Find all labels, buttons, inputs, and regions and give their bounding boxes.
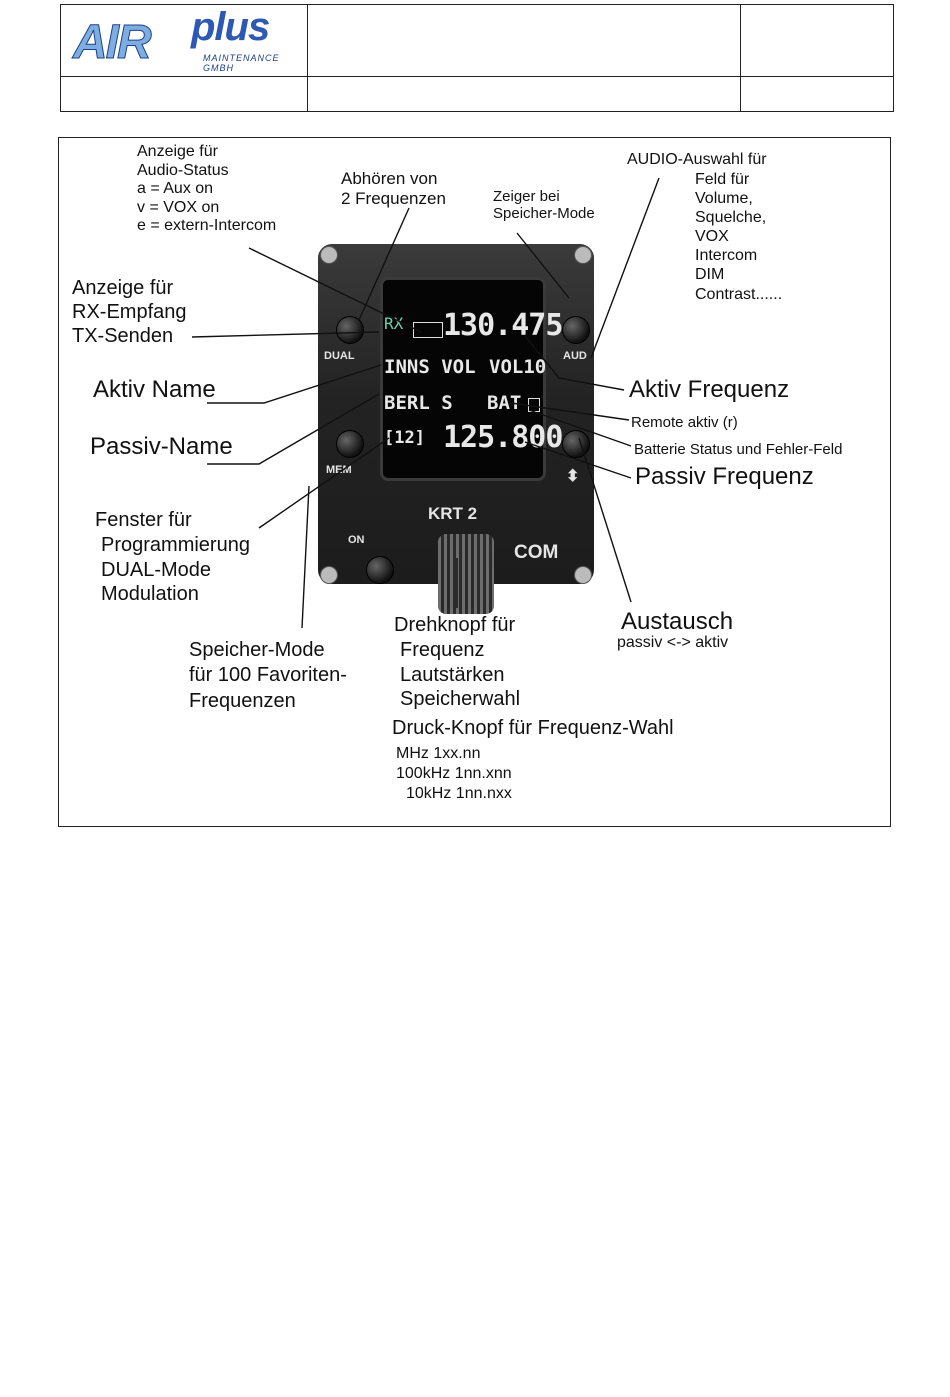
header-right-cell	[740, 4, 894, 77]
leader-austausch	[578, 437, 632, 603]
krt2-radio: RX 130.475 INNS VOL VOL10 BERL S BAT [12…	[318, 244, 594, 614]
volume-field: VOL10	[489, 356, 547, 378]
dual-button[interactable]	[336, 316, 364, 344]
audio-status-annotation: Anzeige für Audio-Status a = Aux on v = …	[137, 143, 277, 235]
mem-button[interactable]	[336, 430, 364, 458]
leader-audio-auswahl	[590, 177, 660, 359]
leader-aktiv-name	[207, 364, 382, 404]
active-frequency: 130.475	[443, 308, 563, 343]
screw	[574, 246, 592, 264]
screw	[320, 566, 338, 584]
austausch-sub-annotation: passiv <-> aktiv	[617, 634, 729, 651]
passiv-name-annotation: Passiv-Name	[90, 433, 233, 460]
logo-cell: AIR plus MAINTENANCE GMBH	[60, 4, 308, 77]
speicher-mode-annotation: Speicher-Mode für 100 Favoriten- Frequen…	[189, 639, 347, 712]
header-cell-bottom-right	[740, 76, 894, 112]
swap-button[interactable]	[562, 430, 590, 458]
leader-passiv-name	[207, 393, 380, 465]
leader-zeiger	[516, 232, 570, 299]
swap-arrow-icon: ⬍	[566, 468, 580, 485]
screw	[320, 246, 338, 264]
status-box	[413, 322, 443, 338]
airplus-logo: AIR plus MAINTENANCE GMBH	[71, 5, 307, 73]
leader-passiv-frequenz	[524, 441, 632, 479]
leader-abhoeren	[358, 207, 410, 321]
leader-speicher-mode	[301, 485, 310, 629]
batterie-annotation: Batterie Status und Fehler-Feld	[634, 441, 843, 458]
passive-frequency: 125.800	[443, 420, 563, 455]
druck-knopf-lines: MHz 1xx.nn 100kHz 1nn.xnn 10kHz 1nn.nxx	[396, 745, 512, 802]
battery-field: BAT	[487, 392, 522, 414]
aud-button[interactable]	[562, 316, 590, 344]
model-label: KRT 2	[428, 504, 478, 523]
austausch-annotation: Austausch	[621, 608, 734, 635]
aud-label: AUD	[563, 350, 587, 362]
leader-rx-tx	[191, 331, 380, 338]
drehknopf-annotation: Drehknopf für Frequenz Lautstärken Speic…	[394, 614, 521, 711]
header-cell-bottom-left	[60, 76, 308, 112]
rotary-knob[interactable]	[438, 534, 494, 614]
radio-diagram: RX 130.475 INNS VOL VOL10 BERL S BAT [12…	[58, 137, 891, 827]
active-name: INNS VOL	[384, 356, 476, 378]
aktiv-name-annotation: Aktiv Name	[93, 376, 216, 403]
rx-indicator: RX	[384, 314, 404, 333]
passiv-frequenz-annotation: Passiv Frequenz	[635, 463, 814, 490]
logo-air: AIR	[73, 15, 153, 69]
leader-batterie	[528, 409, 632, 447]
leader-audio-status	[248, 247, 422, 333]
remote-annotation: Remote aktiv (r)	[631, 414, 738, 431]
logo-tagline: MAINTENANCE GMBH	[203, 52, 280, 73]
aktiv-frequenz-annotation: Aktiv Frequenz	[629, 376, 790, 403]
rx-tx-annotation: Anzeige für RX-Empfang TX-Senden	[72, 277, 187, 347]
header-title-cell	[307, 4, 741, 77]
abhoeren-annotation: Abhören von 2 Frequenzen	[341, 169, 446, 208]
leader-aktiv-frequenz	[524, 335, 625, 391]
document-header: AIR plus MAINTENANCE GMBH	[60, 4, 894, 112]
zeiger-annotation: Zeiger bei Speicher-Mode	[493, 188, 595, 223]
lcd-screen: RX 130.475 INNS VOL VOL10 BERL S BAT [12…	[380, 277, 563, 481]
on-button[interactable]	[366, 556, 394, 584]
on-label: ON	[348, 534, 365, 546]
screw	[574, 566, 592, 584]
memory-slot: [12]	[384, 428, 425, 448]
fenster-annotation: Fenster für Programmierung DUAL-Mode Mod…	[95, 509, 250, 606]
mem-label: MEM	[326, 464, 352, 476]
audio-auswahl-annotation: AUDIO-Auswahl für Feld für Volume, Squel…	[627, 151, 783, 303]
passive-name: BERL S	[384, 392, 453, 414]
logo-plus: plus	[191, 4, 270, 49]
leader-fenster	[258, 437, 390, 529]
header-cell-bottom-mid	[307, 76, 741, 112]
druck-knopf-annotation: Druck-Knopf für Frequenz-Wahl	[392, 717, 674, 739]
dual-label: DUAL	[324, 350, 355, 362]
leader-lines	[191, 177, 660, 629]
com-label: COM	[514, 542, 559, 563]
leader-remote	[510, 402, 630, 421]
